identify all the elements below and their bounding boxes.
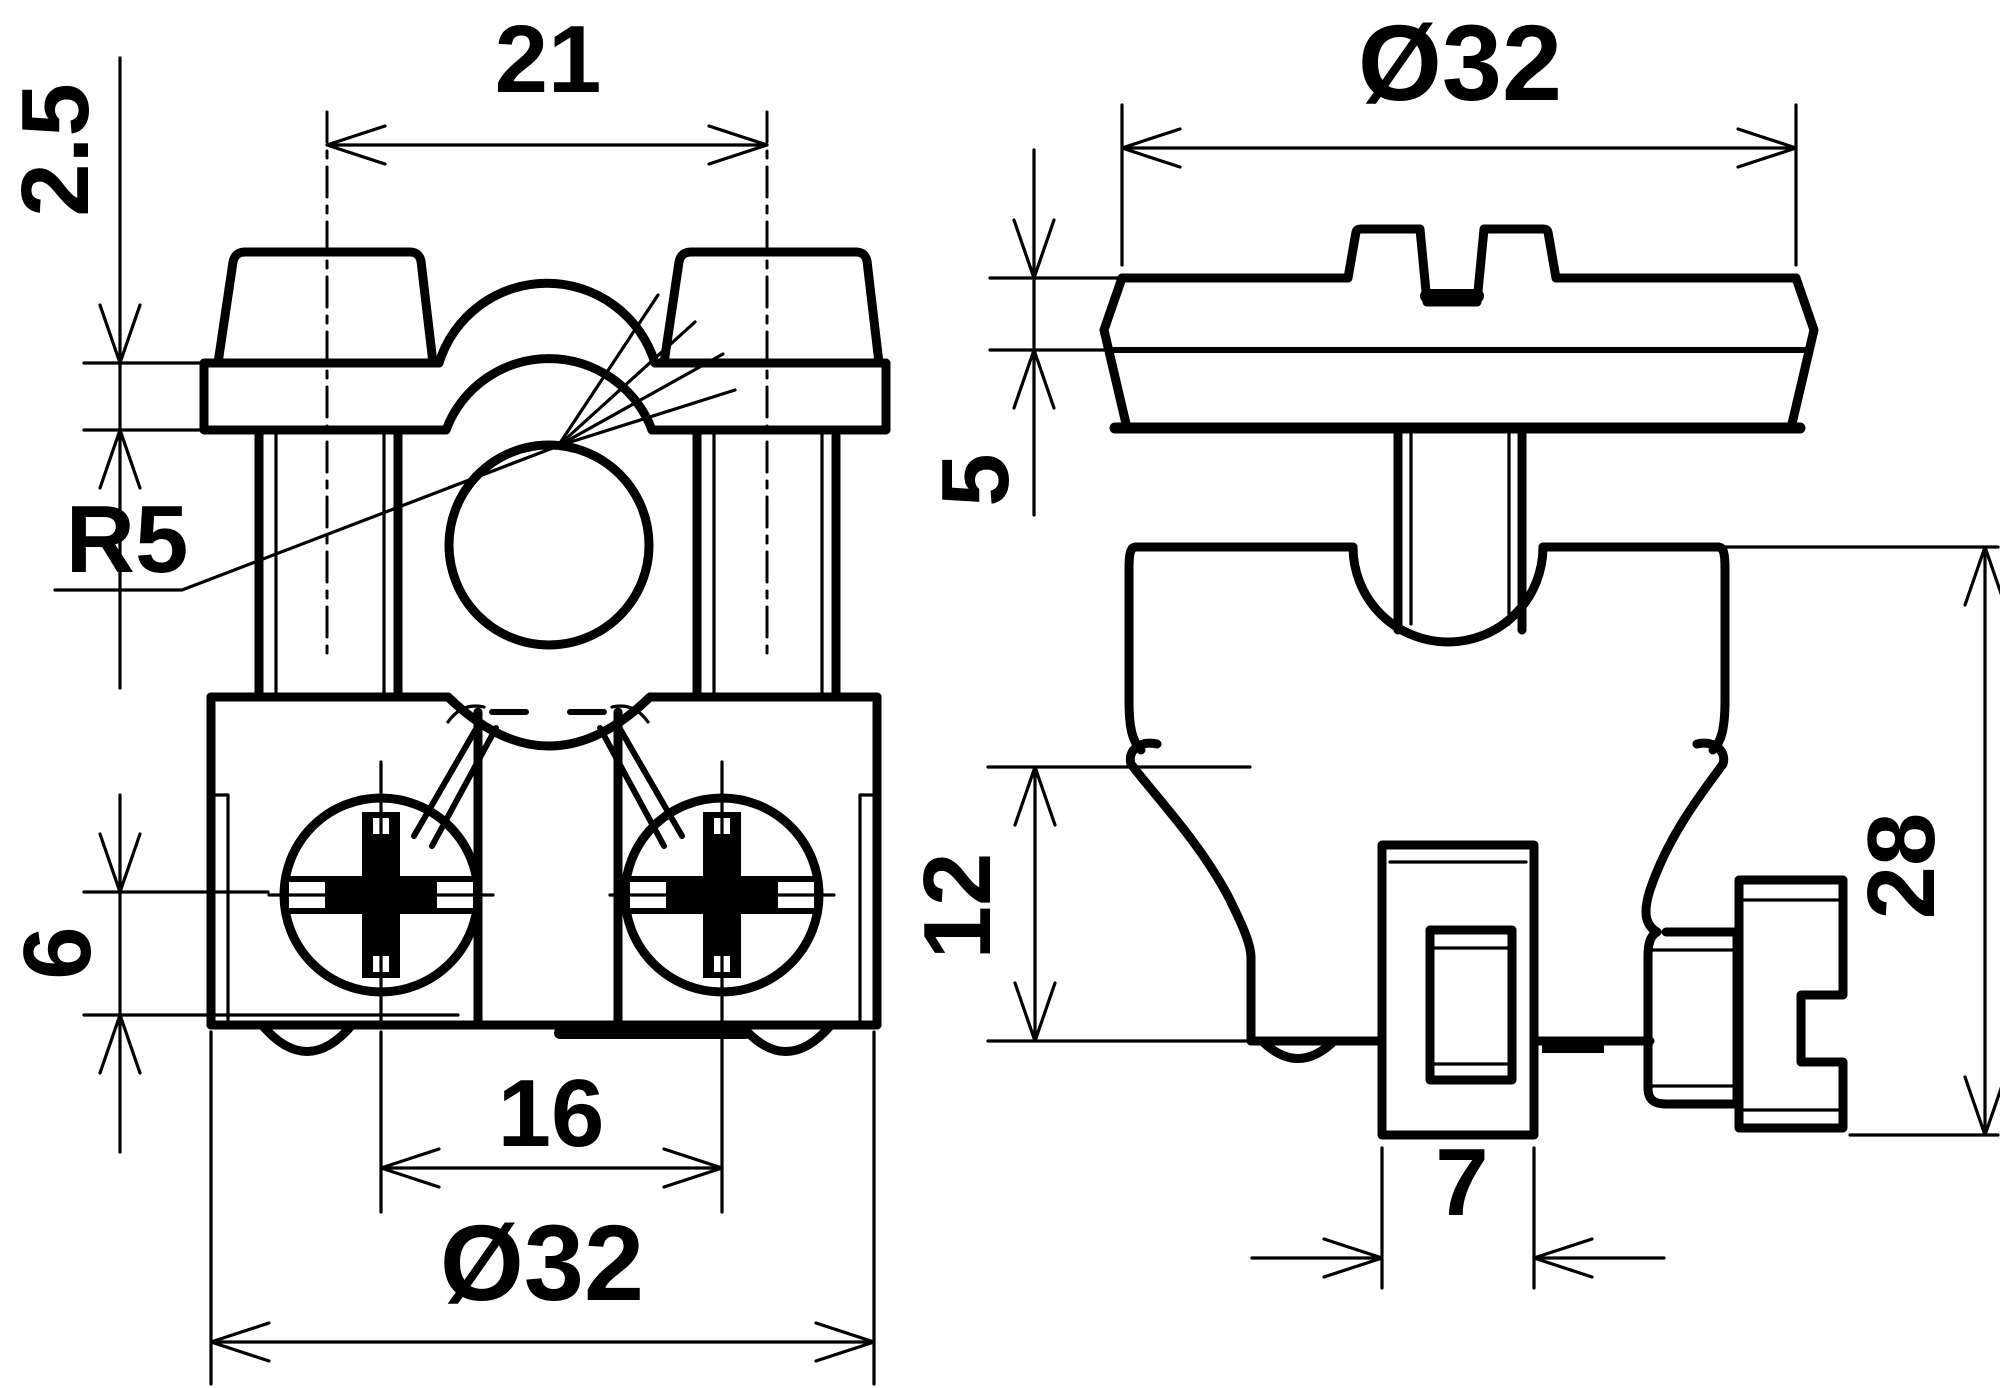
dim-5-lines <box>988 148 1132 517</box>
front-saddle-pocket <box>443 692 655 751</box>
side-lug-window-lines <box>1428 946 1514 1066</box>
dim-label-plate-height: 5 <box>922 453 1029 506</box>
dim-r5-leader <box>53 293 737 592</box>
front-saddle-inner-arc <box>441 354 657 435</box>
dim-16-lines <box>379 1030 724 1214</box>
dim-12-lines <box>986 765 1258 1043</box>
screw-center-mark <box>267 760 495 1030</box>
front-shanks-thick <box>254 425 841 702</box>
dim-7-lines <box>1250 1146 1666 1290</box>
dim-label-front-outer-diameter: Ø32 <box>440 1202 644 1323</box>
dim-label-side-outer-diameter: Ø32 <box>1358 2 1562 123</box>
front-body-side-steps <box>209 793 879 1027</box>
side-dimensions: Ø32 5 12 28 7 <box>904 2 2000 1290</box>
dim-label-saddle-radius: R5 <box>66 486 189 593</box>
front-feet-arcs <box>257 1020 836 1056</box>
dim-6-lines <box>82 793 460 1154</box>
dim-label-base-height: 12 <box>904 853 1011 960</box>
side-plate-bevels <box>1099 273 1819 433</box>
dim-2_5-lines <box>82 56 230 690</box>
front-centerlines <box>325 110 769 664</box>
front-clamp-plate <box>199 358 891 435</box>
front-saddle-outer-arc <box>434 278 660 368</box>
dim-label-body-height: 28 <box>1848 813 1955 920</box>
front-terminal-screw-right <box>608 760 836 1030</box>
dim-label-plate-thickness: 2.5 <box>2 83 109 216</box>
screw-center-mark <box>608 760 836 1030</box>
side-lug-window <box>1425 925 1517 1085</box>
front-yoke-struts <box>411 719 685 849</box>
front-screw-head-right <box>659 247 884 368</box>
dim-21-lines <box>325 124 769 166</box>
dim-label-top-screw-spacing: 21 <box>495 6 602 113</box>
side-foot-arc <box>1257 1036 1339 1063</box>
dim-label-terminal-screw-spacing: 16 <box>498 1060 605 1167</box>
side-stem <box>1393 423 1527 635</box>
dim-d32-front-lines <box>209 1030 876 1386</box>
side-lug <box>1377 840 1539 1140</box>
side-clamp-piece-lines <box>1646 948 1739 1088</box>
side-body-right <box>1641 542 1730 937</box>
front-dimensions: 2.5 21 R5 6 16 Ø32 <box>2 6 876 1386</box>
dim-label-lug-width: 7 <box>1435 1129 1488 1236</box>
front-screw-head-left <box>213 247 438 368</box>
front-view: 2.5 21 R5 6 16 Ø32 <box>2 6 891 1386</box>
side-screw-head-lines <box>1737 898 1843 1112</box>
dim-28-lines <box>1722 545 2000 1137</box>
dim-label-screw-head-height: 6 <box>4 926 111 979</box>
front-terminal-screw-left <box>267 760 495 1030</box>
front-shanks-thin <box>274 428 824 699</box>
side-foot-tick <box>1542 1041 1604 1053</box>
side-saddle-groove <box>1348 542 1548 647</box>
front-terminal-block <box>473 707 623 1030</box>
side-clamp-piece <box>1643 927 1742 1109</box>
side-body-left <box>1124 542 1256 1046</box>
front-body-sides <box>206 692 882 1030</box>
front-conductor-circle <box>444 440 654 650</box>
dim-d32-side-lines <box>1120 103 1798 267</box>
side-screw-head-profile <box>1734 875 1848 1133</box>
front-block-shoulders <box>446 704 650 724</box>
side-view: Ø32 5 12 28 7 <box>904 2 2000 1290</box>
side-stem-inner <box>1409 426 1511 626</box>
